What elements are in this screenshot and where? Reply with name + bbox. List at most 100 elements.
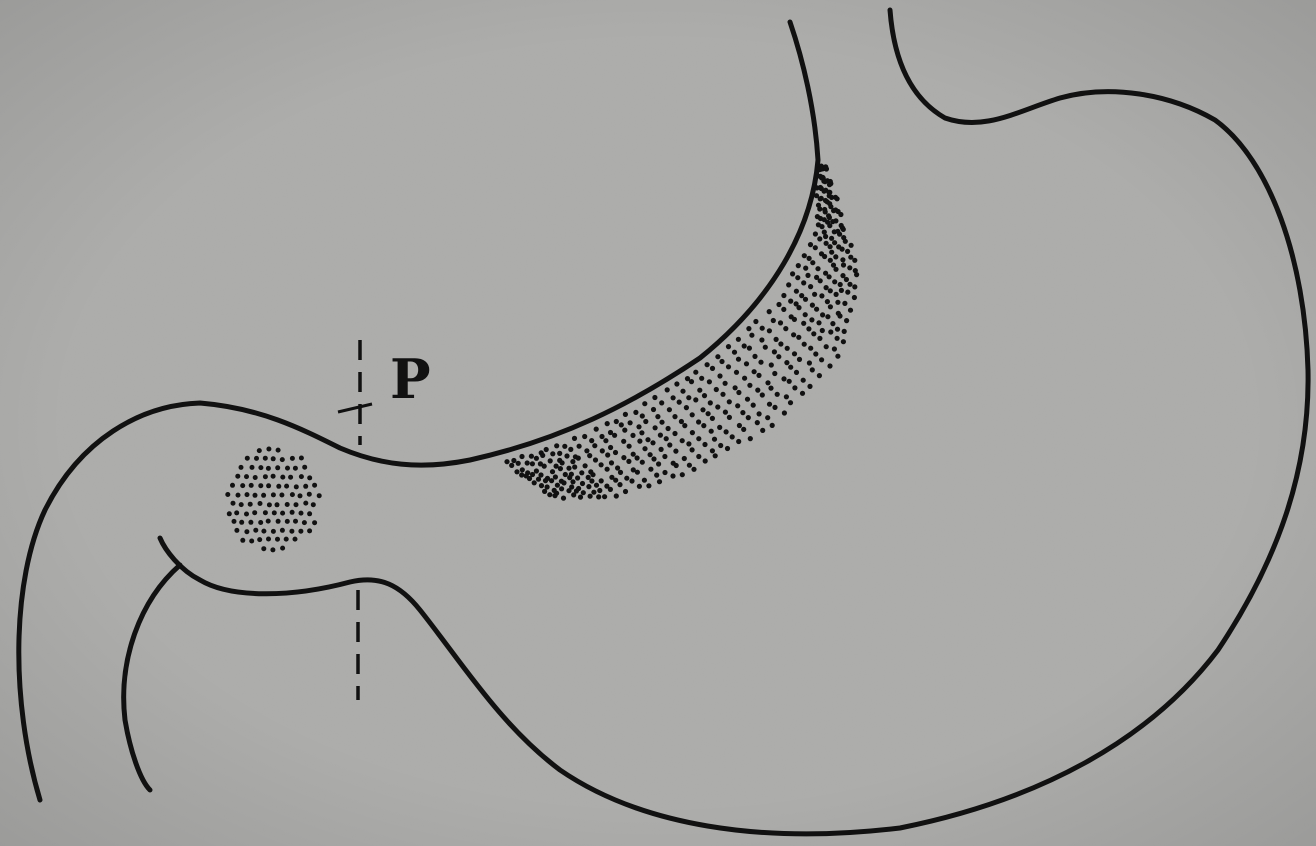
stipple-dot (599, 434, 604, 439)
stipple-dot (586, 484, 591, 489)
stipple-dot (745, 397, 750, 402)
stipple-dot (800, 391, 805, 396)
stipple-dot (736, 337, 741, 342)
stipple-dot (749, 333, 754, 338)
stipple-dot (619, 422, 624, 427)
stipple-dot (572, 464, 577, 469)
stipple-dot (549, 478, 554, 483)
stipple-dot (293, 466, 298, 471)
stipple-dot (788, 365, 793, 370)
stipple-dot (597, 488, 602, 493)
stipple-dot (817, 206, 822, 211)
stipple-dot (307, 492, 312, 497)
stipple-dot (609, 460, 614, 465)
stipple-dot (536, 477, 541, 482)
stipple-dot (708, 400, 713, 405)
stipple-dot (765, 380, 770, 385)
stipple-dot (822, 230, 827, 235)
stipple-dot (307, 528, 312, 533)
stipple-dot (552, 493, 557, 498)
stipple-dot (736, 390, 741, 395)
stipple-dot (776, 354, 781, 359)
stipple-dot (272, 510, 277, 515)
stipple-dot (828, 304, 833, 309)
stipple-dot (844, 318, 849, 323)
stipple-dot (618, 470, 623, 475)
stipple-dot (270, 547, 275, 552)
stipple-dot (824, 344, 829, 349)
stipple-dot (591, 490, 596, 495)
stipple-dot (311, 502, 316, 507)
stipple-dot (784, 360, 789, 365)
stipple-dot (240, 538, 245, 543)
stipple-dot (816, 320, 821, 325)
stipple-dot (737, 423, 742, 428)
stipple-dot (279, 493, 284, 498)
stipple-dot (680, 472, 685, 477)
stipple-dot (234, 510, 239, 515)
stipple-dot (795, 275, 800, 280)
stipple-dot (760, 428, 765, 433)
stipple-dot (787, 379, 792, 384)
stipple-dot (303, 484, 308, 489)
stipple-dot (659, 400, 664, 405)
stipple-dot (832, 279, 837, 284)
stipple-dot (547, 492, 552, 497)
stipple-dot (561, 480, 566, 485)
stipple-dot (720, 392, 725, 397)
stipple-dot (677, 400, 682, 405)
stipple-dot (807, 256, 812, 261)
stipple-dot (710, 448, 715, 453)
stipple-dot (727, 415, 732, 420)
stipple-dot (802, 342, 807, 347)
stipple-dot (814, 307, 819, 312)
stipple-dot (689, 379, 694, 384)
stipple-dot (252, 510, 257, 515)
stipple-dot (742, 343, 747, 348)
stipple-dot (693, 370, 698, 375)
stipple-dot (623, 489, 628, 494)
stipple-dot (817, 236, 822, 241)
stipple-dot (801, 280, 806, 285)
stipple-dot (725, 446, 730, 451)
stipple-dot (592, 443, 597, 448)
stipple-dot (280, 457, 285, 462)
stipple-dot (813, 231, 818, 236)
stipple-dot (702, 393, 707, 398)
stipple-dot (852, 258, 857, 263)
stipple-dot (289, 529, 294, 534)
stipple-dot (294, 502, 299, 507)
stipple-dot (841, 227, 846, 232)
stipple-dot (796, 335, 801, 340)
stipple-dot (258, 520, 263, 525)
stipple-dot (772, 371, 777, 376)
stipple-dot (835, 354, 840, 359)
stipple-dot (726, 364, 731, 369)
stipple-dot (605, 467, 610, 472)
stipple-dot (612, 433, 617, 438)
stipple-dot (236, 493, 241, 498)
stipple-dot (249, 483, 254, 488)
stipple-dot (757, 411, 762, 416)
stipple-dot (285, 519, 290, 524)
stipple-dot (674, 463, 679, 468)
stipple-dot (736, 357, 741, 362)
stipple-dot (770, 423, 775, 428)
stipple-dot (837, 232, 842, 237)
stipple-dot (239, 502, 244, 507)
stipple-dot (714, 387, 719, 392)
stipple-dot (788, 400, 793, 405)
stipple-dot (710, 366, 715, 371)
stipple-dot (244, 529, 249, 534)
stipple-dot (290, 510, 295, 515)
stipple-dot (280, 528, 285, 533)
stipple-dot (825, 299, 830, 304)
stipple-dot (830, 321, 835, 326)
stipple-dot (752, 369, 757, 374)
stipple-dot (290, 456, 295, 461)
stipple-dot (717, 425, 722, 430)
stipple-dot (257, 448, 262, 453)
stipple-dot (807, 360, 812, 365)
stipple-dot (827, 274, 832, 279)
stipple-dot (835, 327, 840, 332)
